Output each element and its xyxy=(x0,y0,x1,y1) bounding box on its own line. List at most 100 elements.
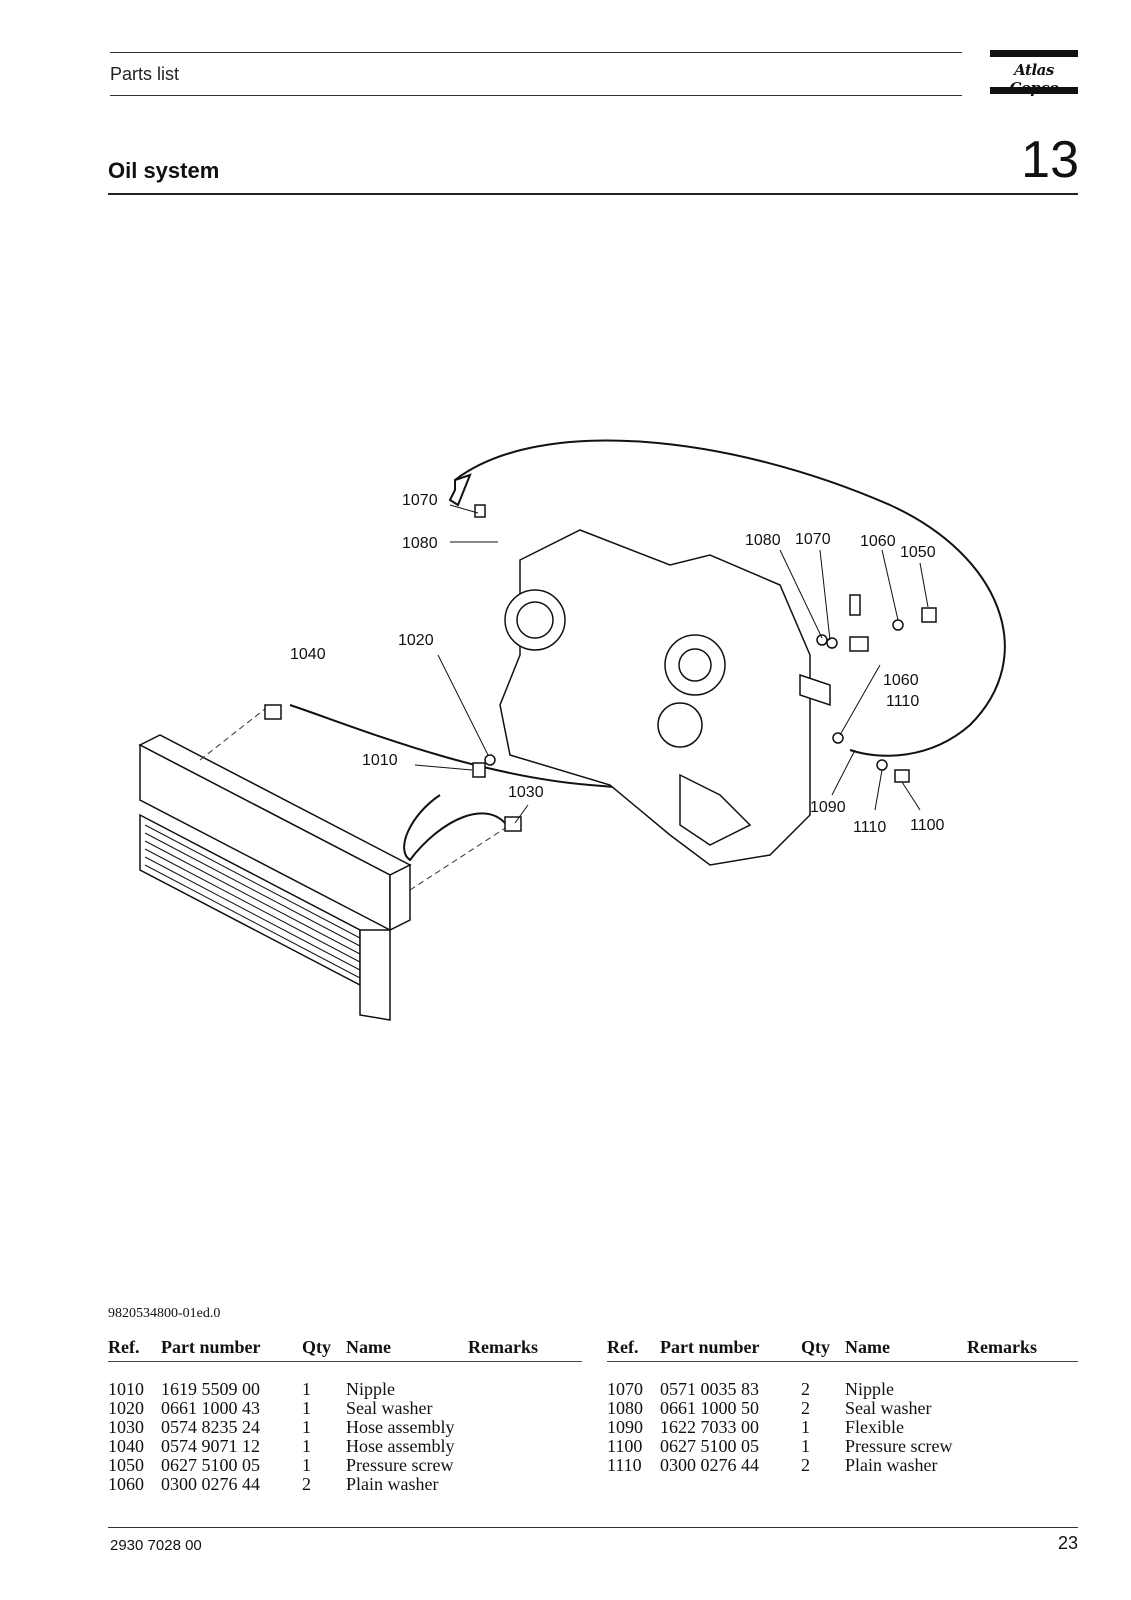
header-title: Parts list xyxy=(110,64,180,84)
cell-ref: 1100 xyxy=(607,1436,643,1456)
section-rule xyxy=(108,193,1078,195)
cell-name: Seal washer xyxy=(346,1398,433,1418)
cell-ref: 1010 xyxy=(108,1379,144,1399)
col-header-qty: Qty xyxy=(302,1338,346,1362)
callout-label: 1070 xyxy=(795,531,831,548)
table-row: 1090 1622 7033 00 1 Flexible xyxy=(607,1418,1078,1437)
col-header-part-number: Part number xyxy=(161,1338,302,1362)
cell-qty: 2 xyxy=(302,1474,311,1494)
cell-remarks xyxy=(967,1456,1078,1475)
cell-part-number: 0661 1000 50 xyxy=(660,1398,759,1418)
oil-system-exploded-drawing: 1070 1080 1020 1040 1010 1030 1080 1070 … xyxy=(138,439,1006,1021)
cell-name: Pressure screw xyxy=(845,1436,953,1456)
cell-remarks xyxy=(468,1418,582,1437)
col-header-remarks: Remarks xyxy=(967,1338,1078,1362)
footer-document-number: 2930 7028 00 xyxy=(110,1537,202,1554)
cell-remarks xyxy=(967,1399,1078,1418)
cell-name: Pressure screw xyxy=(346,1455,454,1475)
cell-qty: 1 xyxy=(302,1398,311,1418)
col-header-ref: Ref. xyxy=(607,1338,660,1362)
cell-ref: 1080 xyxy=(607,1398,643,1418)
callout-label: 1070 xyxy=(402,492,438,509)
footer-rule xyxy=(108,1527,1078,1528)
cell-name: Flexible xyxy=(845,1417,904,1437)
cell-remarks xyxy=(468,1456,582,1475)
cell-part-number: 0571 0035 83 xyxy=(660,1379,759,1399)
cell-qty: 1 xyxy=(801,1417,810,1437)
atlas-copco-logo: Atlas Copco xyxy=(990,50,1078,97)
cell-remarks xyxy=(468,1362,582,1400)
compressor-block xyxy=(499,529,831,866)
cell-part-number: 0661 1000 43 xyxy=(161,1398,260,1418)
cell-remarks xyxy=(967,1418,1078,1437)
cell-ref: 1070 xyxy=(607,1379,643,1399)
table-row: 1050 0627 5100 05 1 Pressure screw xyxy=(108,1456,582,1475)
parts-table-right: Ref. Part number Qty Name Remarks 1070 0… xyxy=(607,1338,1078,1475)
table-row: 1110 0300 0276 44 2 Plain washer xyxy=(607,1456,1078,1475)
page-number: 23 xyxy=(1057,1533,1078,1553)
cell-remarks xyxy=(468,1399,582,1418)
table-row: 1040 0574 9071 12 1 Hose assembly xyxy=(108,1437,582,1456)
cell-ref: 1090 xyxy=(607,1417,643,1437)
cell-remarks xyxy=(468,1475,582,1494)
cell-name: Seal washer xyxy=(845,1398,932,1418)
cell-part-number: 1622 7033 00 xyxy=(660,1417,759,1437)
table-row: 1100 0627 5100 05 1 Pressure screw xyxy=(607,1437,1078,1456)
col-header-remarks: Remarks xyxy=(468,1338,582,1362)
table-row: 1060 0300 0276 44 2 Plain washer xyxy=(108,1475,582,1494)
callout-label: 1080 xyxy=(402,535,438,552)
callout-label: 1010 xyxy=(362,752,398,769)
callout-label: 1110 xyxy=(853,819,886,836)
cell-name: Nipple xyxy=(346,1379,395,1399)
cell-remarks xyxy=(967,1362,1078,1400)
cell-part-number: 0574 9071 12 xyxy=(161,1436,260,1456)
cell-qty: 2 xyxy=(801,1455,810,1475)
cell-ref: 1030 xyxy=(108,1417,144,1437)
cell-part-number: 0300 0276 44 xyxy=(660,1455,759,1475)
callout-label: 1060 xyxy=(860,533,896,550)
table-row: 1030 0574 8235 24 1 Hose assembly xyxy=(108,1418,582,1437)
cell-remarks xyxy=(468,1437,582,1456)
cell-qty: 1 xyxy=(302,1455,311,1475)
cell-qty: 1 xyxy=(302,1436,311,1456)
oil-cooler xyxy=(138,734,412,1021)
document-code: 9820534800-01ed.0 xyxy=(108,1306,221,1321)
header-bottom-rule xyxy=(110,95,962,96)
cell-part-number: 0300 0276 44 xyxy=(161,1474,260,1494)
col-header-ref: Ref. xyxy=(108,1338,161,1362)
cell-qty: 1 xyxy=(302,1417,311,1437)
table-row: 1020 0661 1000 43 1 Seal washer xyxy=(108,1399,582,1418)
cell-name: Nipple xyxy=(845,1379,894,1399)
cell-name: Hose assembly xyxy=(346,1417,455,1437)
cell-ref: 1040 xyxy=(108,1436,144,1456)
long-hose-line xyxy=(454,439,1006,757)
callout-label: 1080 xyxy=(745,532,781,549)
cell-qty: 2 xyxy=(801,1379,810,1399)
cell-part-number: 1619 5509 00 xyxy=(161,1379,260,1399)
cell-ref: 1110 xyxy=(607,1455,642,1475)
cell-part-number: 0627 5100 05 xyxy=(660,1436,759,1456)
cell-name: Plain washer xyxy=(845,1455,938,1475)
cell-name: Hose assembly xyxy=(346,1436,455,1456)
cell-part-number: 0574 8235 24 xyxy=(161,1417,260,1437)
callout-label: 1100 xyxy=(910,817,945,834)
callout-label: 1020 xyxy=(398,632,434,649)
cell-part-number: 0627 5100 05 xyxy=(161,1455,260,1475)
callout-label: 1060 xyxy=(883,672,919,689)
cell-ref: 1050 xyxy=(108,1455,144,1475)
fittings xyxy=(264,504,937,832)
callout-label: 1110 xyxy=(886,693,919,710)
cell-ref: 1020 xyxy=(108,1398,144,1418)
col-header-name: Name xyxy=(845,1338,967,1362)
cell-qty: 1 xyxy=(801,1436,810,1456)
col-header-name: Name xyxy=(346,1338,468,1362)
cell-qty: 2 xyxy=(801,1398,810,1418)
cell-remarks xyxy=(967,1437,1078,1456)
cell-name: Plain washer xyxy=(346,1474,439,1494)
hose-end-fitting xyxy=(448,473,472,507)
col-header-qty: Qty xyxy=(801,1338,845,1362)
header-top-rule xyxy=(110,52,962,53)
callout-label: 1040 xyxy=(290,646,326,663)
lower-hose-line xyxy=(403,794,511,862)
cell-qty: 1 xyxy=(302,1379,311,1399)
